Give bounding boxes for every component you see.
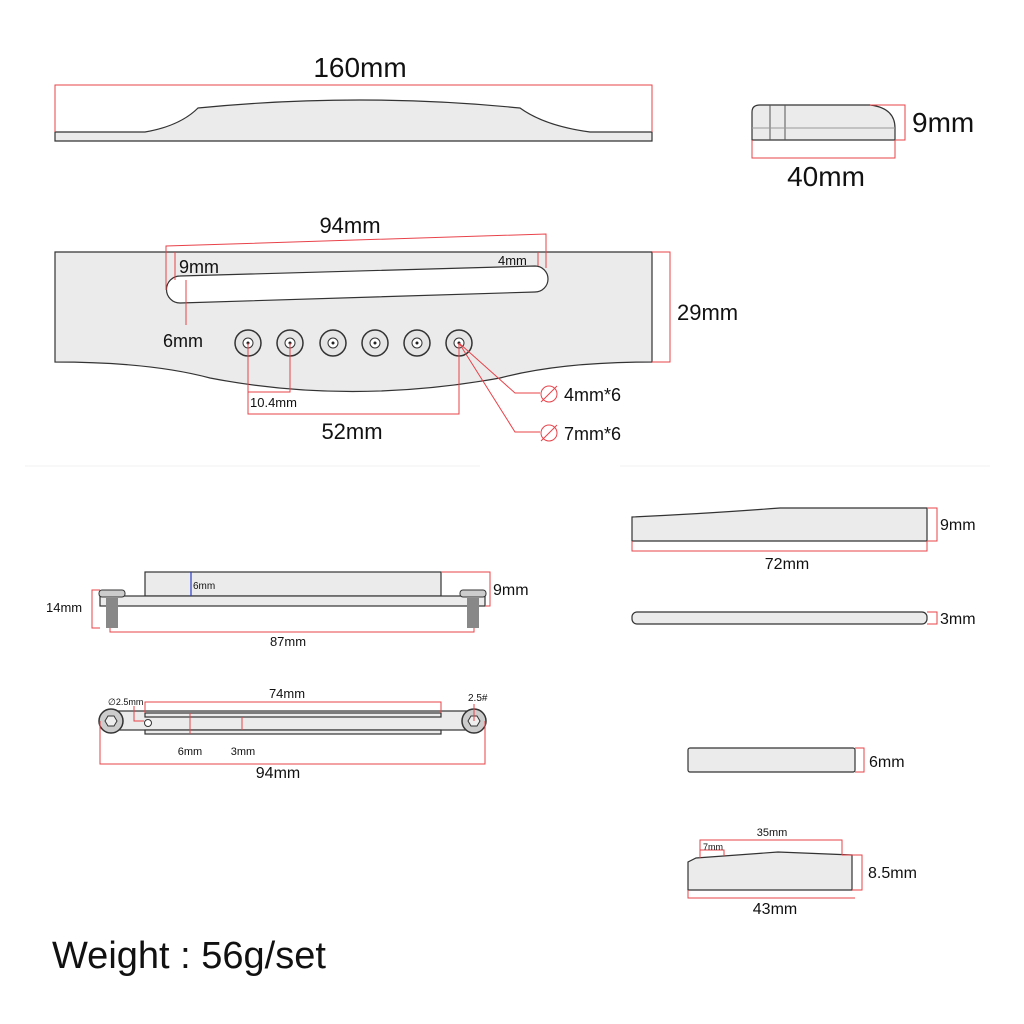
weight-label: Weight : 56g/set [52, 935, 326, 977]
saddle-side: 9mm 72mm [631, 507, 976, 573]
inner-label: 6mm [193, 581, 215, 592]
length-label: 43mm [753, 901, 797, 918]
length-label: 72mm [765, 556, 809, 573]
width-label: 6mm [178, 746, 202, 758]
first-string-label: 7mm [703, 842, 723, 852]
height-label: 6mm [869, 754, 905, 771]
slot-length-label: 94mm [319, 213, 380, 238]
pin-span-label: 52mm [321, 419, 382, 444]
shim: 3mm [631, 611, 976, 628]
height-label: 3mm [940, 611, 976, 628]
screw-span-label: 87mm [270, 634, 306, 649]
height-label: 29mm [677, 300, 738, 325]
bridge-top-view: 94mm 9mm 4mm 6mm 29mm 10.4mm 52mm 4mm*6 … [54, 213, 738, 444]
height-label: 9mm [912, 107, 974, 138]
total-label: 94mm [256, 765, 300, 782]
hole-outer-label: 7mm*6 [564, 424, 621, 444]
slot-depth-right-label: 4mm [498, 253, 527, 268]
pickup-top: 74mm ∅2.5mm 2.5# 6mm 3mm 94mm [98, 686, 488, 782]
saddle-small: 9mm 40mm [751, 104, 974, 192]
pin-spacing-label: 10.4mm [250, 395, 297, 410]
length-label: 160mm [313, 52, 406, 83]
height-label: 9mm [940, 517, 976, 534]
slot-depth-left-label: 9mm [179, 257, 219, 277]
height-label: 8.5mm [868, 865, 917, 882]
string-span-label: 35mm [757, 827, 788, 839]
slot-width-label: 3mm [231, 746, 255, 758]
width-label: 40mm [787, 161, 865, 192]
bridge-profile: 160mm [54, 52, 653, 142]
screw-length-label: 14mm [46, 600, 82, 615]
hex-label: 2.5# [468, 693, 488, 704]
block: 6mm [687, 747, 905, 773]
hole-inner-label: 4mm*6 [564, 385, 621, 405]
slot-length-label: 74mm [269, 686, 305, 701]
hole-label: ∅2.5mm [108, 697, 143, 707]
pickup-side: 6mm 9mm 14mm 87mm [46, 571, 529, 649]
nut: 35mm 7mm 8.5mm 43mm [687, 827, 917, 918]
height-label: 9mm [493, 582, 529, 599]
slot-width-label: 6mm [163, 331, 203, 351]
